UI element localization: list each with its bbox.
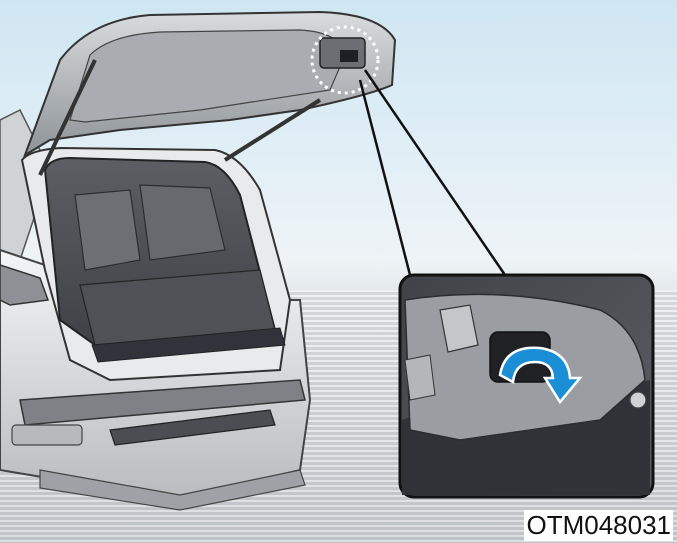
- callout-line-left: [358, 79, 412, 276]
- figure-code: OTM048031: [524, 510, 673, 541]
- tailgate: [23, 10, 397, 176]
- highlight-circle: [310, 25, 380, 95]
- callout-line-right: [363, 69, 507, 276]
- inset-detail: [398, 273, 655, 499]
- cargo-area: [43, 156, 286, 363]
- rotation-arrow-icon: [498, 346, 583, 405]
